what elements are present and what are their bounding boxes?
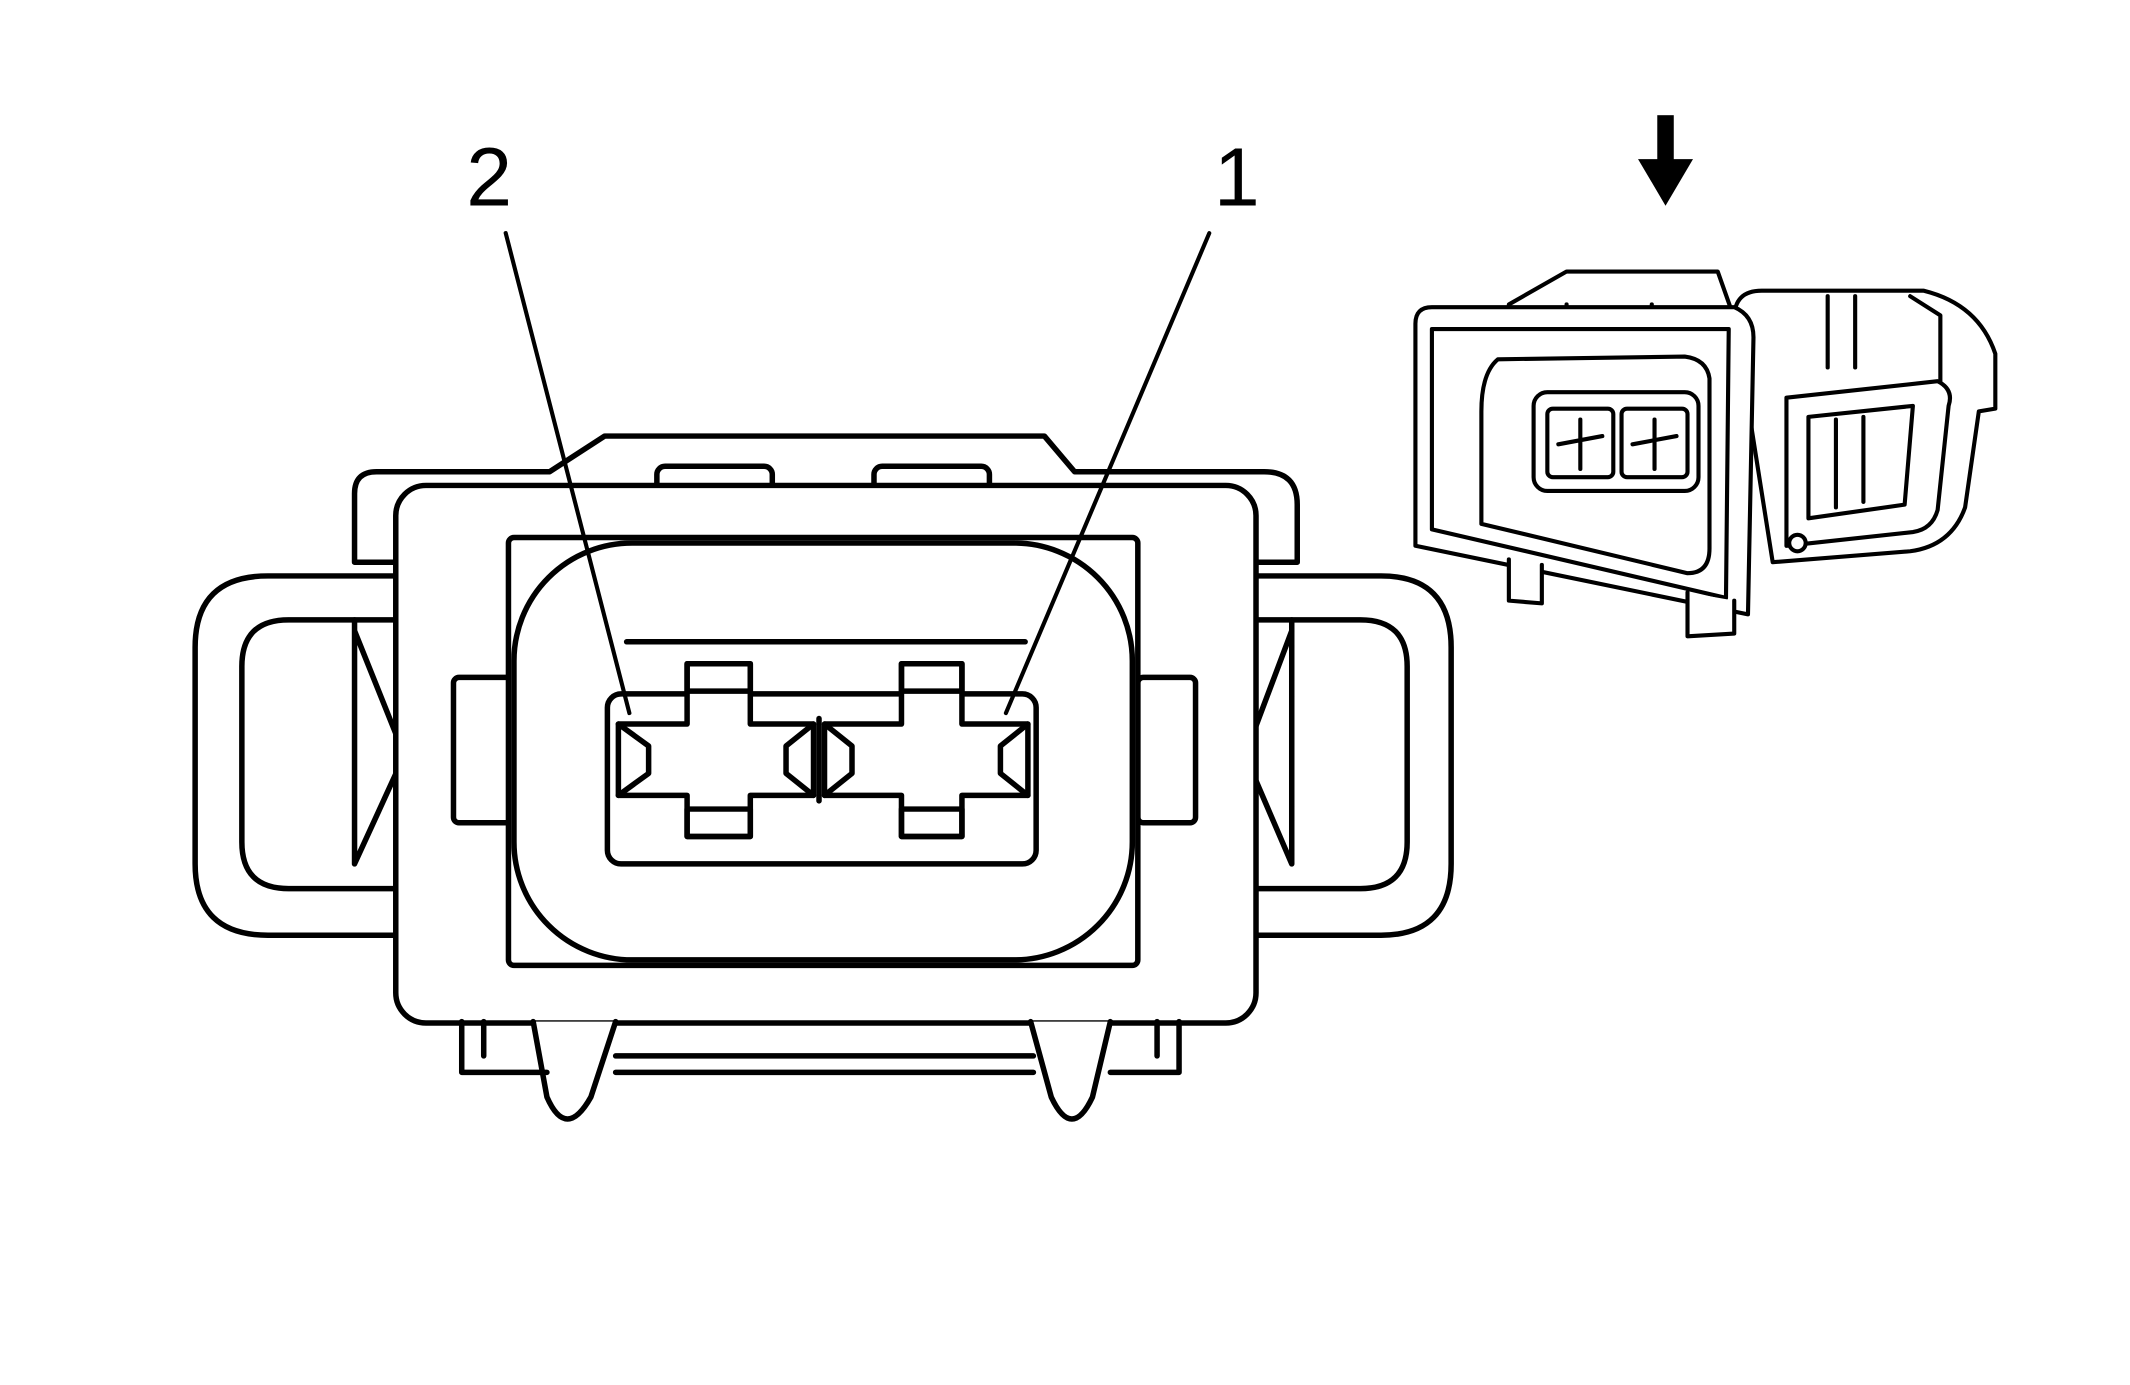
latch-wedge-left	[351, 617, 402, 867]
perspective-rear-detail	[1825, 294, 1943, 397]
connector-end-view	[192, 433, 1454, 1122]
guide-tab-right	[1135, 674, 1199, 826]
pin-callouts	[503, 231, 1212, 716]
callout-line-pin-2	[503, 231, 632, 716]
perspective-pin-1	[1630, 417, 1679, 472]
side-latch-right-inner	[1247, 617, 1410, 892]
pin-cavity-1	[821, 660, 1031, 840]
bottom-rail-inner	[480, 1018, 1160, 1059]
side-latch-left-inner	[239, 617, 402, 892]
perspective-side-latch-inner	[1806, 403, 1915, 521]
guide-tab-left	[450, 674, 514, 826]
callout-line-pin-1	[1003, 231, 1212, 716]
perspective-side-latch	[1784, 379, 1953, 548]
perspective-feet	[1506, 557, 1737, 639]
pin-1-label: 1	[1214, 132, 1260, 224]
arrow-down-icon	[1638, 115, 1694, 206]
pin-cavity-2	[615, 660, 817, 840]
locking-tab-right	[1027, 1018, 1114, 1122]
connector-perspective-view	[1413, 269, 1998, 639]
view-direction-arrow	[1638, 115, 1694, 206]
pin-2-label: 2	[466, 132, 512, 224]
bottom-rail	[458, 1018, 1182, 1076]
perspective-pin-2	[1556, 417, 1605, 472]
locking-tab-left	[530, 1018, 619, 1122]
perspective-latch-button	[1787, 532, 1808, 554]
perspective-face-inner	[1429, 327, 1731, 600]
